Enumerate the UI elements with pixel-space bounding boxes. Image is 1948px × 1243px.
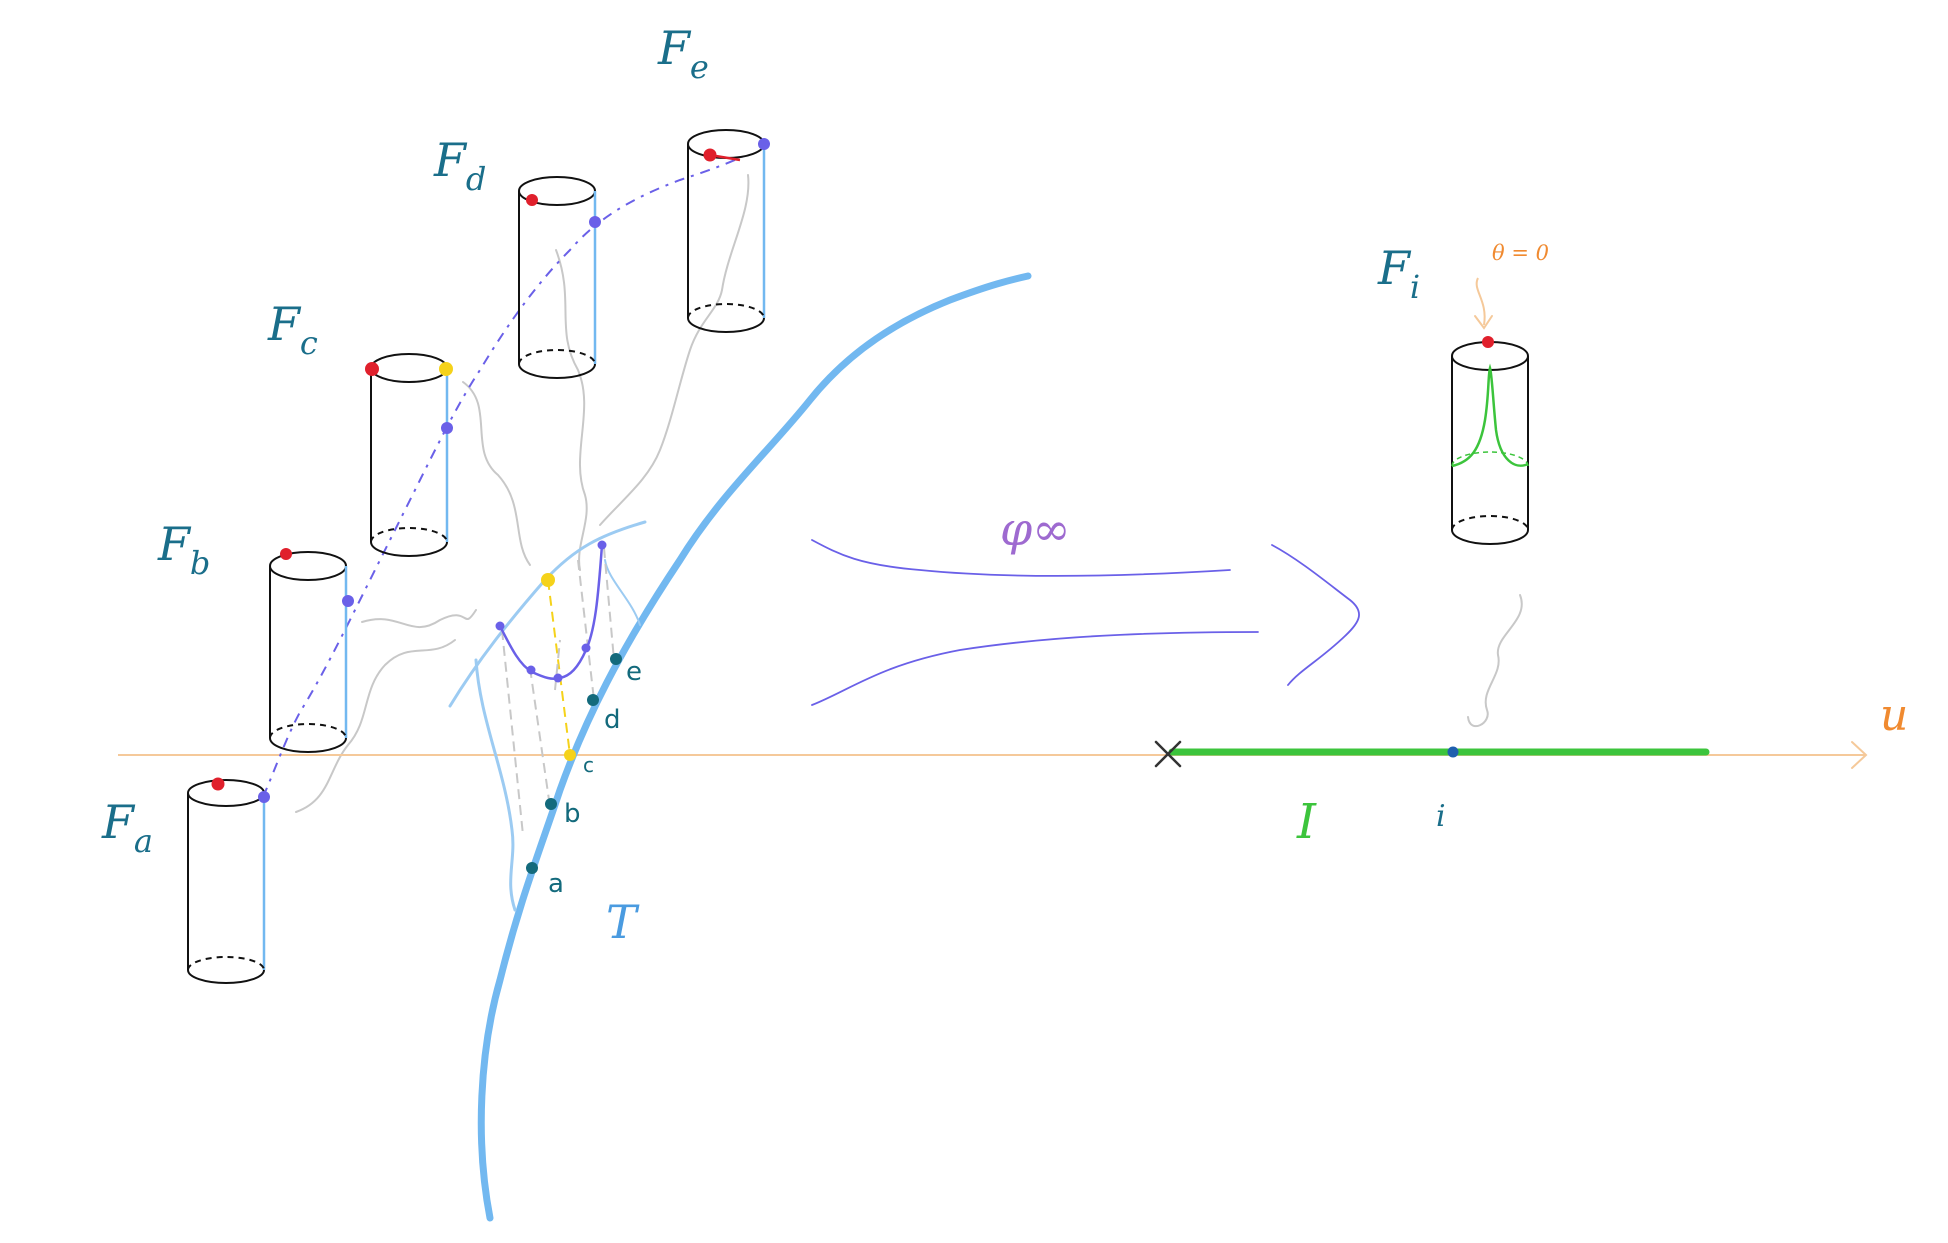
fiber-label-e: Fe [657, 21, 709, 86]
purple-curve-dots [495, 540, 607, 683]
theta-arrow [1475, 277, 1486, 326]
fiber-label-i: Fi [1377, 241, 1420, 306]
purple-dot [581, 643, 591, 653]
map-arrow-phi [811, 539, 1360, 706]
red-dot [526, 194, 538, 206]
red-dot [365, 362, 379, 376]
fiber-labels: Fa Fb Fc Fd Fe Fi [101, 21, 1420, 860]
tongue-left-drop [474, 658, 517, 912]
curve-point-label-d: d [604, 705, 621, 735]
projection-a [501, 629, 524, 836]
red-dot [211, 777, 225, 791]
u-axis-arrowhead [1851, 741, 1868, 769]
cylinder-F-b [269, 548, 354, 753]
projection-d [577, 559, 595, 701]
u-axis: u [118, 690, 1908, 769]
purple-dot [553, 673, 563, 683]
curve-point-label-b: b [564, 799, 581, 829]
curve-point-c [564, 749, 576, 761]
phi-arrow-lower [811, 631, 1259, 706]
cylinder-F-c [365, 353, 453, 557]
curve-T-stroke [477, 272, 1032, 1222]
fiber-label-b: Fb [157, 517, 210, 582]
grey-connector-c [462, 381, 531, 566]
curve-T: T [477, 272, 1032, 1222]
purple-dot [589, 216, 601, 228]
yellow-dot [439, 362, 453, 376]
interval-label: I [1296, 794, 1317, 850]
cylinder-F-d [518, 176, 601, 379]
curve-point-a [526, 862, 538, 874]
yellow-dot-tongue [541, 573, 555, 587]
purple-section-curve [495, 540, 607, 683]
curve-point-label-e: e [626, 657, 642, 687]
purple-dot [441, 422, 453, 434]
red-dot [1482, 336, 1494, 348]
purple-dot [597, 540, 607, 550]
projection-c [547, 579, 571, 756]
projection-e [603, 547, 615, 661]
fiber-label-c: Fc [267, 297, 318, 362]
interval-I: I i [1154, 740, 1710, 850]
phi-label: φ∞ [1000, 502, 1071, 556]
phi-arrowhead [1271, 544, 1360, 686]
projection-b [529, 667, 550, 801]
curve-point-e [610, 653, 622, 665]
dashed-projections [501, 547, 615, 836]
fiber-label-d: Fd [433, 133, 486, 198]
purple-dot [342, 595, 354, 607]
theta-label: θ = 0 [1492, 241, 1549, 265]
grey-connector-b [361, 609, 477, 629]
phi-arrow-upper [811, 539, 1231, 577]
cylinder-F-i: θ = 0 [1451, 241, 1549, 545]
red-dot [280, 548, 292, 560]
cylinder-F-a [187, 777, 270, 984]
curve-point-d [587, 694, 599, 706]
grey-connectors [295, 174, 1523, 813]
grey-connector-d [555, 249, 588, 571]
fiber-label-a: Fa [101, 795, 153, 860]
purple-dot [526, 665, 536, 675]
interval-point-label: i [1436, 799, 1446, 834]
purple-dot [258, 791, 270, 803]
green-section-back [1451, 451, 1529, 467]
cylinder-F-e [687, 129, 770, 333]
grey-connector-e [599, 174, 750, 526]
purple-dot [495, 621, 505, 631]
green-section-spike [1451, 363, 1529, 468]
theta-arrowhead [1474, 315, 1493, 330]
grey-connector-i [1467, 594, 1523, 728]
grey-connector-a [295, 639, 456, 813]
interval-endpoint-cross-icon [1154, 740, 1182, 768]
curve-point-label-c: c [583, 753, 594, 777]
u-axis-label: u [1880, 690, 1908, 741]
purple-dot [758, 138, 770, 150]
purple-dashed-guide [262, 143, 767, 798]
red-dot [703, 148, 717, 162]
curve-point-b [545, 798, 557, 810]
interval-point-i [1447, 746, 1459, 758]
curve-T-label: T [606, 895, 640, 949]
curve-point-label-a: a [548, 869, 564, 899]
curve-T-points: a b c d e [526, 653, 642, 899]
